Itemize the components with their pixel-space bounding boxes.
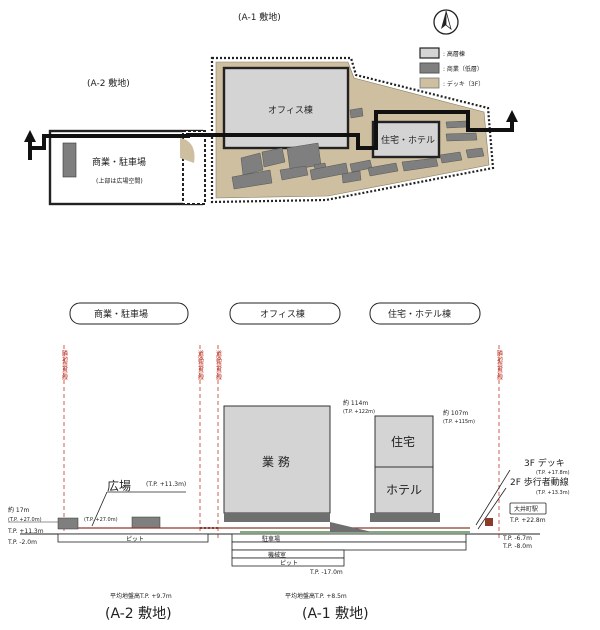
machine-room-label: 機械室 [268, 551, 286, 559]
boundary-label-2: 隣地境界線 [496, 349, 503, 380]
tp-minus-6-7-label: T.P. -6.7m [502, 535, 532, 542]
hotel-label: ホテル [386, 483, 422, 497]
a2-height-tp: (T.P. +27.0m) [8, 517, 42, 523]
res-height-tp: (T.P. +115m) [443, 419, 475, 425]
a2-height-label: 約 17m [8, 506, 30, 514]
a2-pit-label: ピット [126, 536, 144, 543]
walkway-2f-tp: (T.P. +13.3m) [536, 490, 570, 496]
tp-minus-17-label: T.P. -17.0m [309, 569, 343, 576]
legend-label-commercial: : 商業（低層） [443, 65, 483, 73]
office-label: オフィス棟 [268, 104, 313, 116]
boundary-label-1: 隣地境界線 [61, 349, 68, 380]
a2-deck-link [180, 138, 195, 163]
res-height-label: 約 107m [443, 409, 468, 417]
plaza-above-label: (上部は広場空間) [96, 177, 143, 185]
deep-pit-label: ピット [280, 560, 298, 567]
header-residential-hotel [369, 302, 481, 325]
header-commercial-parking [69, 302, 189, 325]
site-a2-bottom-label: (A-2 敷地) [105, 606, 172, 622]
walkway-2f-label: 2F 歩行者動線 [510, 476, 569, 488]
deck-tp-label: (T.P. +27.0m) [84, 517, 118, 523]
tp-minus-2-label: T.P. -2.0m [7, 539, 37, 546]
parking-label: 駐車場 [262, 535, 280, 543]
station-box [509, 502, 547, 515]
plaza-tp-label: (T.P. +11.3m) [146, 481, 186, 488]
header-residential-hotel-label: 住宅・ホテル棟 [388, 308, 451, 320]
tp-minus-8-label: T.P. -8.0m [502, 543, 532, 550]
station-marker [485, 518, 493, 526]
residential-tower-plan [371, 120, 441, 159]
boundary-lines [63, 345, 500, 540]
site-a2-label: (A-2 敷地) [87, 77, 130, 89]
site-a1-label: (A-1 敷地) [238, 11, 281, 23]
site-a1-bottom-label: (A-1 敷地) [302, 606, 369, 622]
a2-commercial-section [131, 516, 161, 529]
deck-3f-label: 3F デッキ [524, 457, 565, 469]
deep-pit [231, 557, 345, 567]
a2-pit [57, 533, 209, 543]
residential-hotel-label: 住宅・ホテル [381, 134, 435, 146]
header-office-label: オフィス棟 [260, 308, 305, 320]
road-boundary-label-2: 道路境界線 [215, 349, 222, 380]
avg-a1-label: 平均地盤高T.P. +8.5m [285, 592, 347, 600]
residential-tower-section [374, 415, 434, 514]
plan-legend: : 高層棟 : 商業（低層） : デッキ（3F） [419, 47, 484, 89]
pedestrian-route [28, 110, 514, 155]
legend-label-tower: : 高層棟 [443, 50, 465, 58]
legend-swatch-tower [419, 47, 440, 59]
header-office [229, 302, 341, 325]
section-view: 商業・駐車場 オフィス棟 住宅・ホテル棟 隣地境界線 道路境界線 道路境界線 隣… [7, 302, 570, 622]
office-podium [224, 513, 330, 522]
site-a1-boundary [210, 56, 495, 204]
north-arrow-icon [433, 9, 459, 35]
office-height-tp: (T.P. +122m) [343, 409, 375, 415]
a2-commercial-block [62, 142, 77, 178]
commercial-parking-label: 商業・駐車場 [92, 156, 146, 168]
deck-3f-tp: (T.P. +17.8m) [536, 470, 570, 476]
route-arrow-west-icon [24, 130, 36, 142]
legend-swatch-deck [419, 77, 440, 89]
station-label: 大井町駅 [514, 505, 538, 513]
a2-kiosk-section [57, 517, 79, 530]
office-height-label: 約 114m [343, 399, 368, 407]
res-podium [370, 513, 440, 522]
site-plan: (A-1 敷地) (A-2 敷地) : 高層棟 : 商業（低層） : デッキ（3… [24, 9, 518, 206]
avg-a2-label: 平均地盤高T.P. +9.7m [110, 592, 172, 600]
legend-swatch-commercial [419, 62, 440, 74]
header-commercial-parking-label: 商業・駐車場 [94, 308, 148, 320]
tp-11-3-label: T.P. +11.3m [7, 528, 44, 535]
residential-label: 住宅 [391, 434, 415, 449]
machine-room [231, 549, 345, 559]
gyomu-label: 業 務 [262, 455, 290, 469]
route-arrow-east-icon [506, 110, 518, 122]
station-tp-label: T.P. +22.8m [509, 517, 546, 524]
low-rise-commercial-blocks [231, 107, 485, 190]
legend-label-deck: : デッキ（3F） [443, 80, 484, 88]
office-tower-section [223, 405, 331, 514]
plaza-label: 広場 [107, 479, 131, 493]
road-boundary-label-1: 道路境界線 [197, 349, 204, 380]
